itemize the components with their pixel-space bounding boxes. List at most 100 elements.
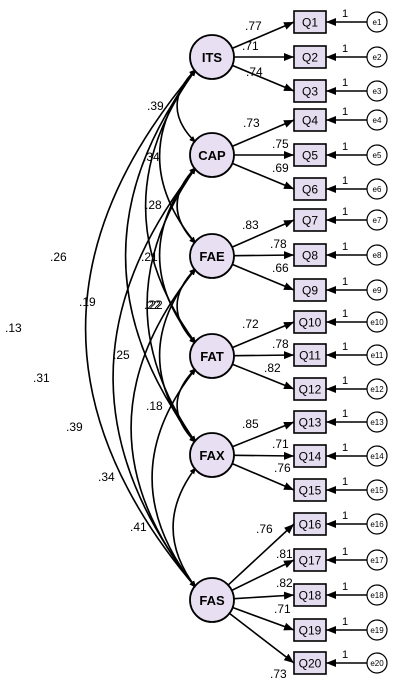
covariance-label: .34 [98,470,115,484]
loading-label: .83 [242,218,259,232]
covariance-label: .22 [146,298,163,312]
error-term-label: e10 [370,318,384,327]
error-term-circle [366,311,388,333]
error-weight-label: 1 [342,408,348,420]
error-term-label: e4 [373,116,382,125]
error-term-label: e6 [373,185,382,194]
covariance-its-fax [124,68,197,444]
error-term-label: e20 [370,659,384,668]
observed-variable-label: Q9 [302,284,318,298]
error-weight-label: 1 [342,241,348,253]
observed-variable-box [293,651,327,675]
observed-variable-label: Q12 [299,383,322,397]
loading-path [227,523,295,586]
error-weight-label: 1 [342,546,348,558]
observed-variable-box [293,583,327,607]
observed-variable-box [293,512,327,536]
observed-variable-label: Q15 [299,484,322,498]
error-weight-label: 1 [342,8,348,20]
observed-variable-box [293,478,327,502]
covariance-fax-fas [172,466,197,589]
covariance-its-fas [84,68,197,589]
error-term-label: e9 [373,286,382,295]
observed-variable-box [293,45,327,69]
loading-path [233,451,295,460]
error-term-label: e15 [370,486,384,495]
observed-variable-box [293,208,327,232]
observed-variable-label: Q11 [299,349,321,363]
covariance-fae-fas [130,267,197,589]
covariance-label: .19 [79,295,96,309]
loading-label: .85 [242,417,259,431]
loading-path [232,64,295,92]
observed-variable-box [293,177,327,201]
error-weight-label: 1 [342,341,348,353]
observed-variable-box [293,243,327,267]
nodes-layer [189,10,388,675]
covariance-label: .22 [144,298,161,312]
error-term-circle [366,411,388,433]
observed-variable-box [293,444,327,468]
loading-label: .66 [272,261,289,275]
error-term-circle [366,513,388,535]
latent-its-label: ITS [202,50,223,65]
loading-label: .71 [272,437,289,451]
observed-variable-box [293,410,327,434]
observed-variable-label: Q6 [302,183,318,197]
error-term-label: e11 [371,351,384,360]
error-term-label: e3 [373,87,382,96]
latent-fat-label: FAT [200,349,224,364]
error-weight-label: 1 [342,442,348,454]
loading-path [231,21,295,50]
loading-label: .78 [270,237,287,251]
latent-fax-label: FAX [199,448,225,463]
loading-path [233,251,295,260]
loading-path [232,421,295,448]
latent-fax-circle [189,432,235,478]
error-weight-label: 1 [342,649,348,661]
error-weight-label: 1 [342,141,348,153]
error-term-label: e2 [373,53,382,62]
error-weight-label: 1 [342,308,348,320]
error-term-circle [366,619,388,641]
covariance-layer [84,68,197,589]
error-term-label: e5 [373,151,382,160]
loading-label: .81 [276,547,293,561]
observed-variable-box [293,548,327,572]
latent-fae-circle [189,233,235,279]
loading-path [232,263,295,291]
loading-path [232,162,295,190]
loading-path [233,351,295,360]
covariance-label: .39 [66,420,83,434]
observed-variable-box [293,79,327,103]
loading-label: .82 [264,361,281,375]
observed-variable-label: Q5 [302,149,318,163]
observed-variable-box [293,10,327,34]
loading-label: .71 [274,602,291,616]
error-term-circle [366,549,388,571]
error-term-label: e1 [373,18,382,27]
loading-label: .76 [256,522,273,536]
error-term-label: e17 [370,556,384,565]
error-term-circle [366,652,388,674]
observed-variable-label: Q1 [302,16,318,30]
covariance-label: .34 [143,150,160,164]
error-term-circle [366,584,388,606]
error-term-label: e12 [370,385,384,394]
error-term-label: e7 [373,216,382,225]
error-weight-label: 1 [342,375,348,387]
observed-variable-label: Q4 [302,114,318,128]
loading-path [232,321,295,349]
loading-label: .72 [242,317,259,331]
observed-variable-box [293,310,327,334]
observed-variable-label: Q16 [299,518,322,532]
loading-path [228,612,295,664]
covariance-label: .41 [130,520,147,534]
loading-label: .78 [272,337,289,351]
error-term-circle [366,80,388,102]
error-term-label: e8 [373,251,382,260]
loading-path [231,119,295,148]
loading-label: .71 [242,39,259,53]
latent-cap-circle [189,132,235,178]
error-weight-label: 1 [342,106,348,118]
